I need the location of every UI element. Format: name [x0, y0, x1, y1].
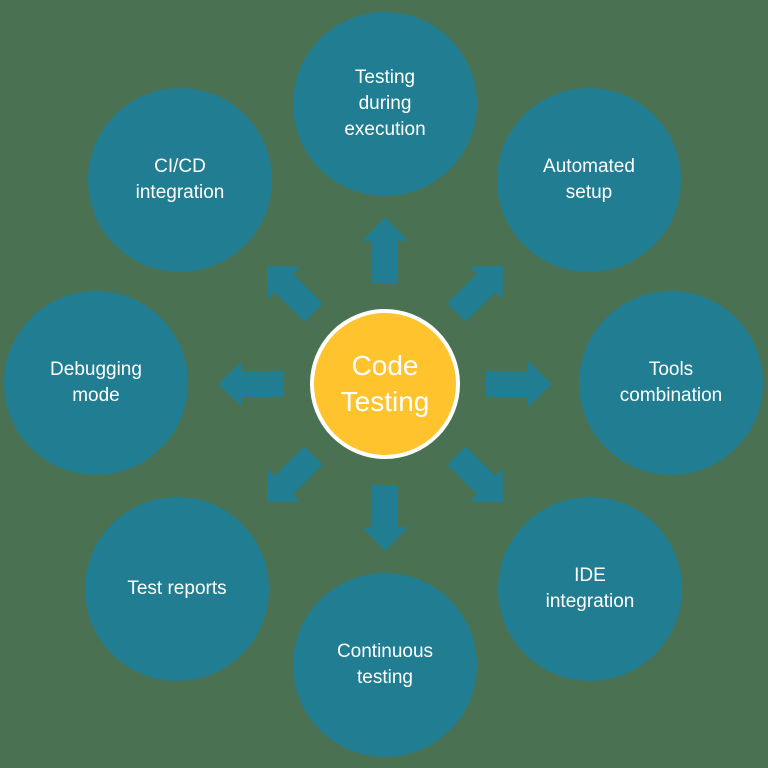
node-testing-during-execution: Testing during execution: [293, 12, 477, 196]
node-debugging-mode: Debugging mode: [4, 291, 188, 475]
node-label: Testing during execution: [344, 67, 426, 140]
node-label: Test reports: [127, 578, 227, 599]
node-label: Debugging mode: [50, 359, 142, 406]
node-test-reports: Test reports: [85, 497, 269, 681]
center-node-label: Code Testing: [340, 350, 430, 417]
node-label: CI/CD integration: [135, 156, 225, 203]
node-label: Continuous testing: [336, 641, 434, 688]
node-automated-setup: Automated setup: [497, 88, 681, 272]
node-tools-combination: Tools combination: [579, 291, 763, 475]
arrow-up-icon: [362, 217, 408, 283]
arrow-down-icon: [362, 485, 408, 551]
node-ide-integration: IDE integration: [498, 497, 682, 681]
arrow-left-icon: [218, 361, 284, 407]
arrow-down-right-icon: [447, 446, 504, 503]
node-cicd-integration: CI/CD integration: [88, 88, 272, 272]
arrow-down-left-icon: [266, 446, 323, 503]
node-continuous-testing: Continuous testing: [293, 573, 477, 757]
arrow-right-icon: [486, 361, 552, 407]
node-label: Automated setup: [543, 156, 635, 203]
center-node-code-testing: Code Testing: [310, 309, 460, 459]
node-label: Tools combination: [619, 359, 723, 406]
arrow-up-right-icon: [447, 265, 504, 322]
arrow-up-left-icon: [266, 265, 323, 322]
node-label: IDE integration: [545, 565, 635, 612]
